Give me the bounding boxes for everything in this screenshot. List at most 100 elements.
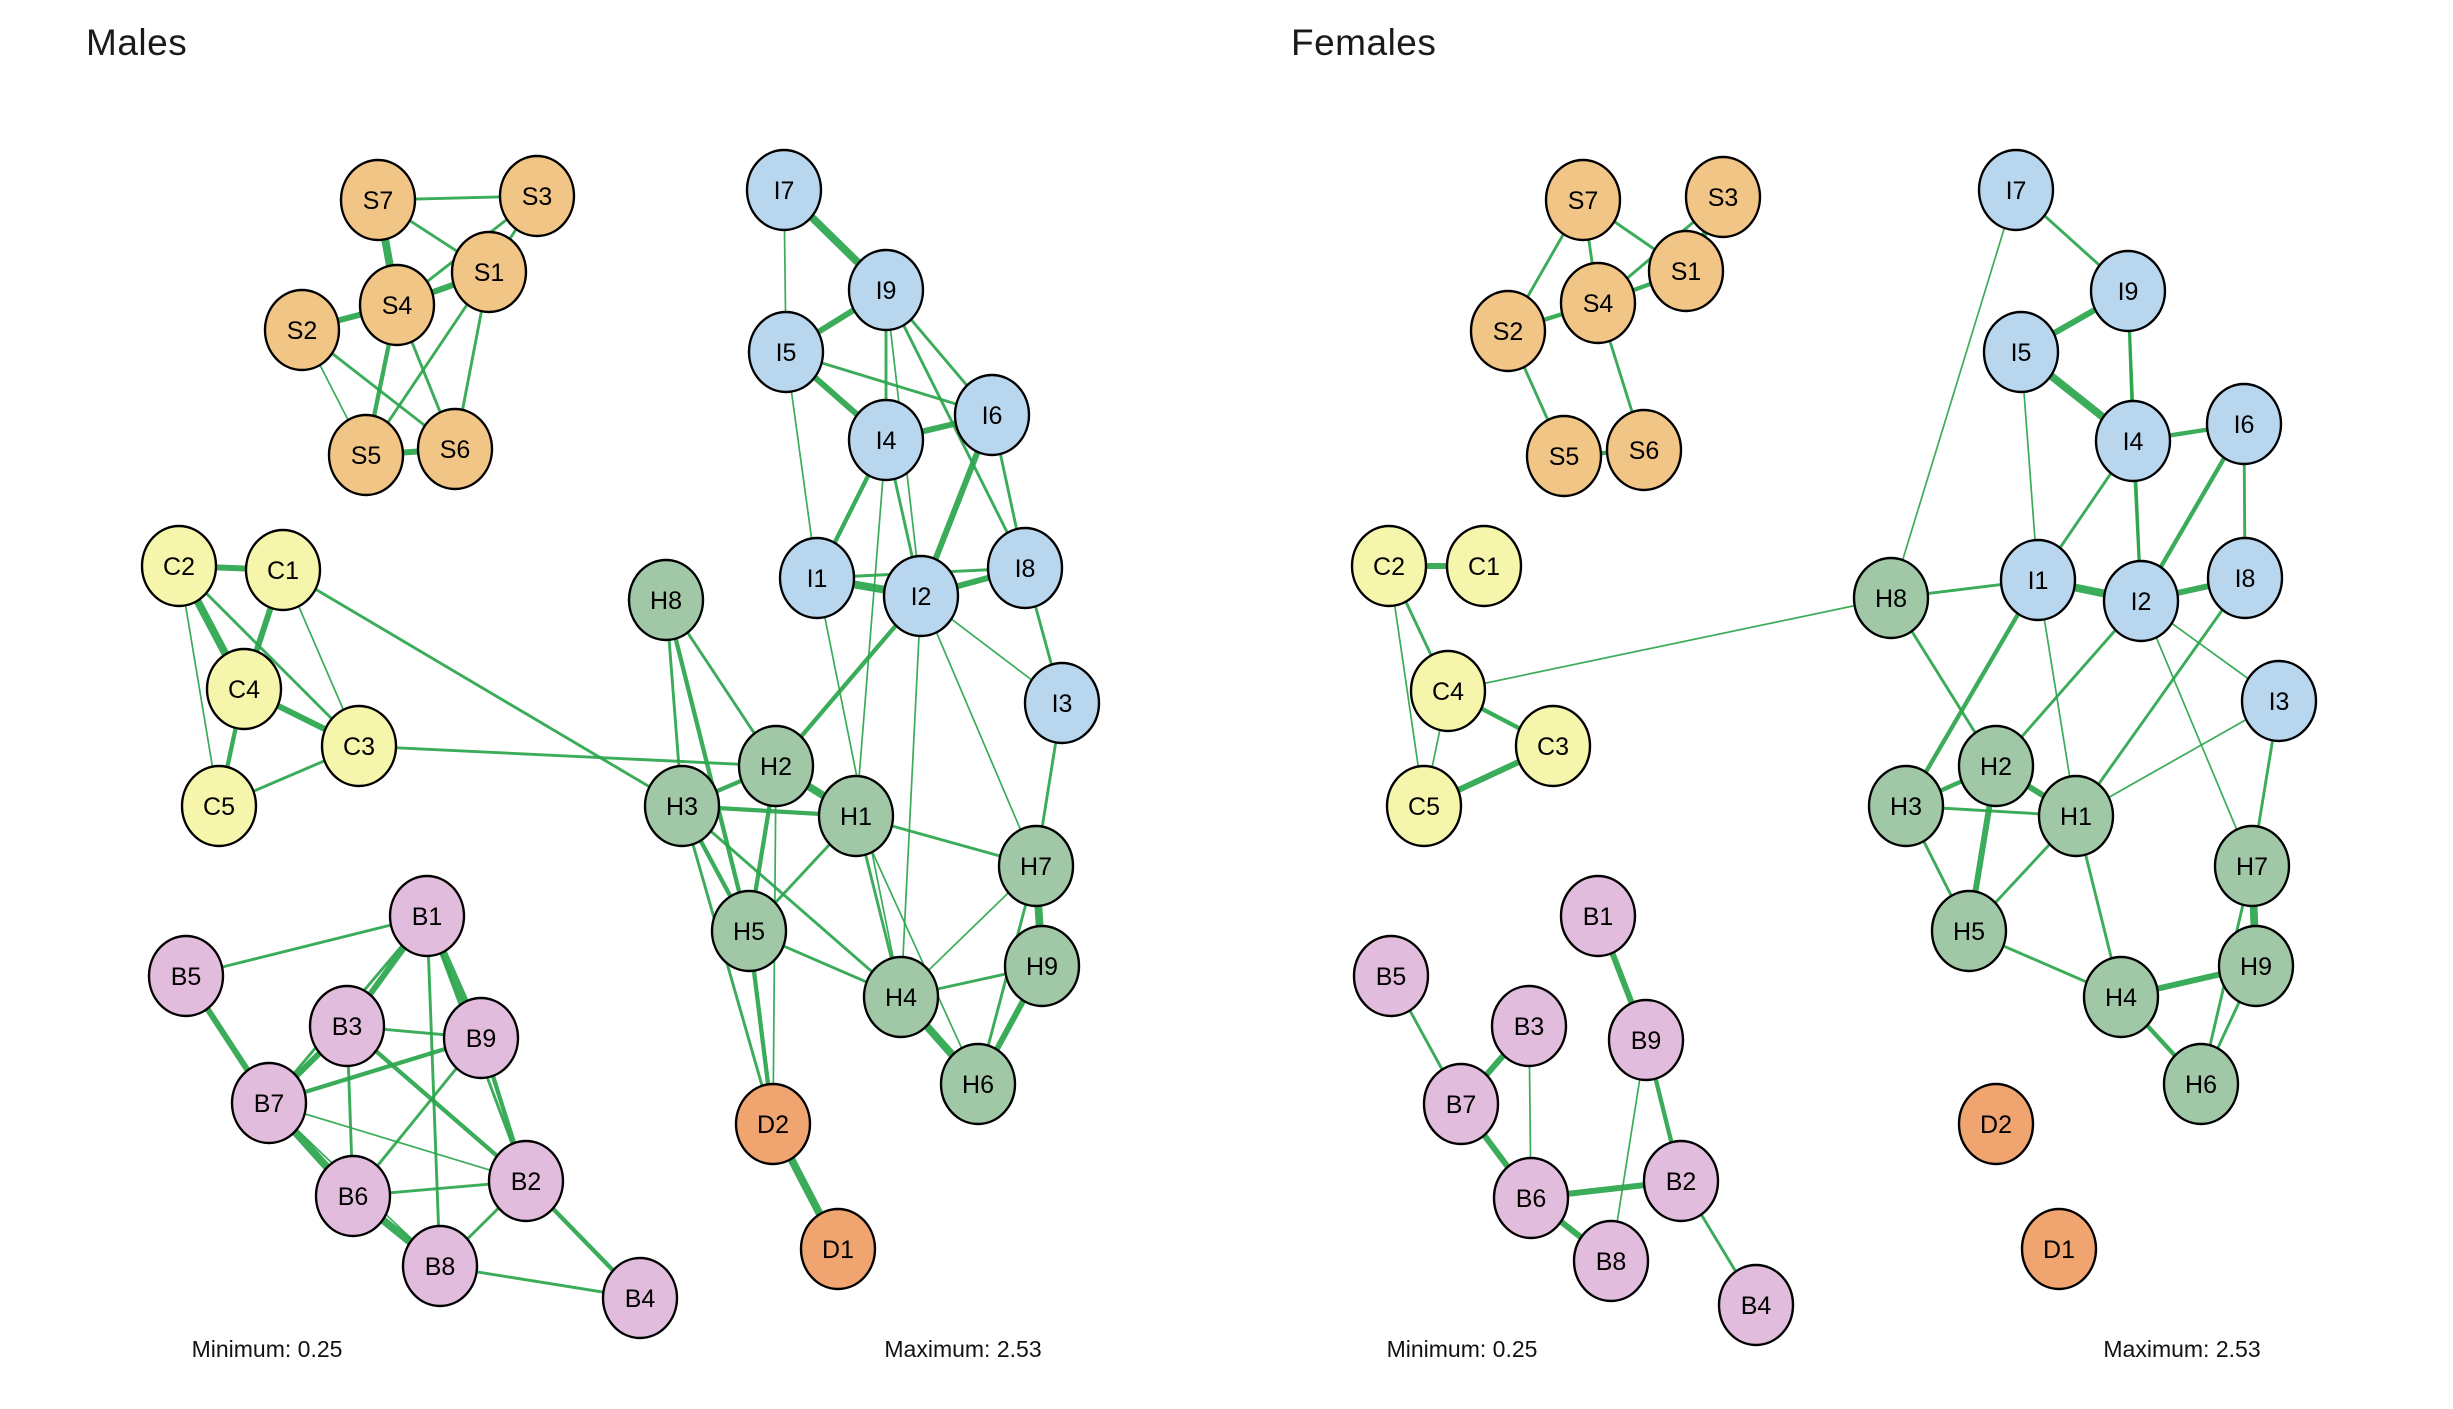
node-females-D2: D2 [1957,1082,2035,1166]
node-circle-females-H1 [2037,774,2115,858]
node-label-females-I1: I1 [2028,567,2049,595]
edge-males-C2-C3 [177,564,361,748]
node-males-H4: H4 [862,955,940,1039]
edge-females-I2-H7 [2140,600,2253,867]
node-males-H7: H7 [997,824,1075,908]
node-label-females-C4: C4 [1432,678,1464,706]
minimum-label-males: Minimum: 0.25 [191,1336,343,1362]
node-label-males-C3: C3 [343,733,375,761]
node-label-females-C5: C5 [1408,793,1440,821]
node-label-females-H2: H2 [1980,753,2012,781]
node-label-males-S4: S4 [382,292,413,320]
node-females-C1: C1 [1445,524,1523,608]
node-circle-males-H9 [1003,924,1081,1008]
node-label-males-B7: B7 [254,1090,285,1118]
node-label-males-B9: B9 [466,1025,497,1053]
node-circle-females-C1 [1445,524,1523,608]
node-circle-males-I9 [847,248,925,332]
node-label-females-B4: B4 [1741,1292,1772,1320]
node-circle-males-H3 [643,764,721,848]
node-circle-males-H4 [862,955,940,1039]
node-females-H3: H3 [1867,764,1945,848]
node-label-males-I6: I6 [982,402,1003,430]
node-circle-males-H6 [939,1042,1017,1126]
edge-females-C4-H8 [1447,597,1892,692]
node-label-females-I8: I8 [2235,565,2256,593]
node-label-males-H2: H2 [760,753,792,781]
node-circle-males-B3 [308,984,386,1068]
node-label-females-H3: H3 [1890,793,1922,821]
node-males-S1: S1 [450,230,528,314]
node-label-females-S3: S3 [1708,184,1739,212]
node-males-C3: C3 [320,704,398,788]
node-circle-females-H7 [2213,824,2291,908]
node-females-H8: H8 [1852,556,1930,640]
node-circle-females-B8 [1572,1219,1650,1303]
edge-males-I9-I8 [884,288,1027,570]
node-males-I8: I8 [986,526,1064,610]
node-circle-females-H8 [1852,556,1930,640]
node-label-males-B2: B2 [511,1168,542,1196]
node-circle-males-H5 [710,889,788,973]
node-females-C3: C3 [1514,704,1592,788]
node-circle-males-H1 [817,774,895,858]
node-label-males-S7: S7 [363,187,394,215]
node-label-females-S6: S6 [1629,437,1660,465]
node-circle-females-H9 [2217,924,2295,1008]
node-circle-females-D1 [2020,1207,2098,1291]
node-females-S4: S4 [1559,261,1637,345]
edge-males-H1-H6 [855,815,979,1085]
node-males-D2: D2 [734,1082,812,1166]
node-females-D1: D1 [2020,1207,2098,1291]
node-label-females-S4: S4 [1583,290,1614,318]
node-circle-males-D2 [734,1082,812,1166]
node-circle-males-S7 [339,158,417,242]
node-label-males-I1: I1 [807,565,828,593]
node-circle-females-C2 [1350,524,1428,608]
node-males-B4: B4 [601,1256,679,1340]
node-females-H7: H7 [2213,824,2291,908]
node-circle-males-S3 [498,154,576,238]
node-females-C2: C2 [1350,524,1428,608]
node-females-B2: B2 [1642,1139,1720,1223]
node-circle-males-C3 [320,704,398,788]
node-females-S3: S3 [1684,155,1762,239]
edge-males-H7-I2 [920,595,1037,867]
node-circle-males-I7 [745,148,823,232]
node-label-males-H3: H3 [666,793,698,821]
node-circle-males-C5 [180,764,258,848]
node-females-B6: B6 [1492,1156,1570,1240]
edge-males-B1-B8 [425,914,442,1268]
node-males-S3: S3 [498,154,576,238]
node-males-S5: S5 [327,413,405,497]
node-label-males-I2: I2 [911,583,932,611]
node-males-B2: B2 [487,1139,565,1223]
node-females-I1: I1 [1999,538,2077,622]
node-males-B3: B3 [308,984,386,1068]
maximum-label-females: Maximum: 2.53 [2103,1336,2261,1362]
node-females-B1: B1 [1559,874,1637,958]
node-label-males-D1: D1 [822,1236,854,1264]
node-label-males-H8: H8 [650,587,682,615]
node-label-females-H8: H8 [1875,585,1907,613]
edge-males-H4-I2 [900,595,922,998]
node-label-males-S2: S2 [287,317,318,345]
node-label-females-I2: I2 [2131,588,2152,616]
node-label-females-S1: S1 [1671,258,1702,286]
node-circle-females-H5 [1930,889,2008,973]
node-circle-females-I9 [2089,249,2167,333]
node-females-S2: S2 [1469,289,1547,373]
node-females-B3: B3 [1490,984,1568,1068]
node-label-males-C4: C4 [228,676,260,704]
node-label-females-C2: C2 [1373,553,1405,581]
node-males-I2: I2 [882,554,960,638]
node-males-H9: H9 [1003,924,1081,1008]
node-females-I5: I5 [1982,310,2060,394]
node-circle-males-S2 [263,288,341,372]
node-circle-females-B5 [1352,934,1430,1018]
node-label-females-I9: I9 [2118,278,2139,306]
node-circle-females-S1 [1647,229,1725,313]
node-females-S1: S1 [1647,229,1725,313]
node-circle-females-H4 [2082,955,2160,1039]
node-males-C1: C1 [244,528,322,612]
